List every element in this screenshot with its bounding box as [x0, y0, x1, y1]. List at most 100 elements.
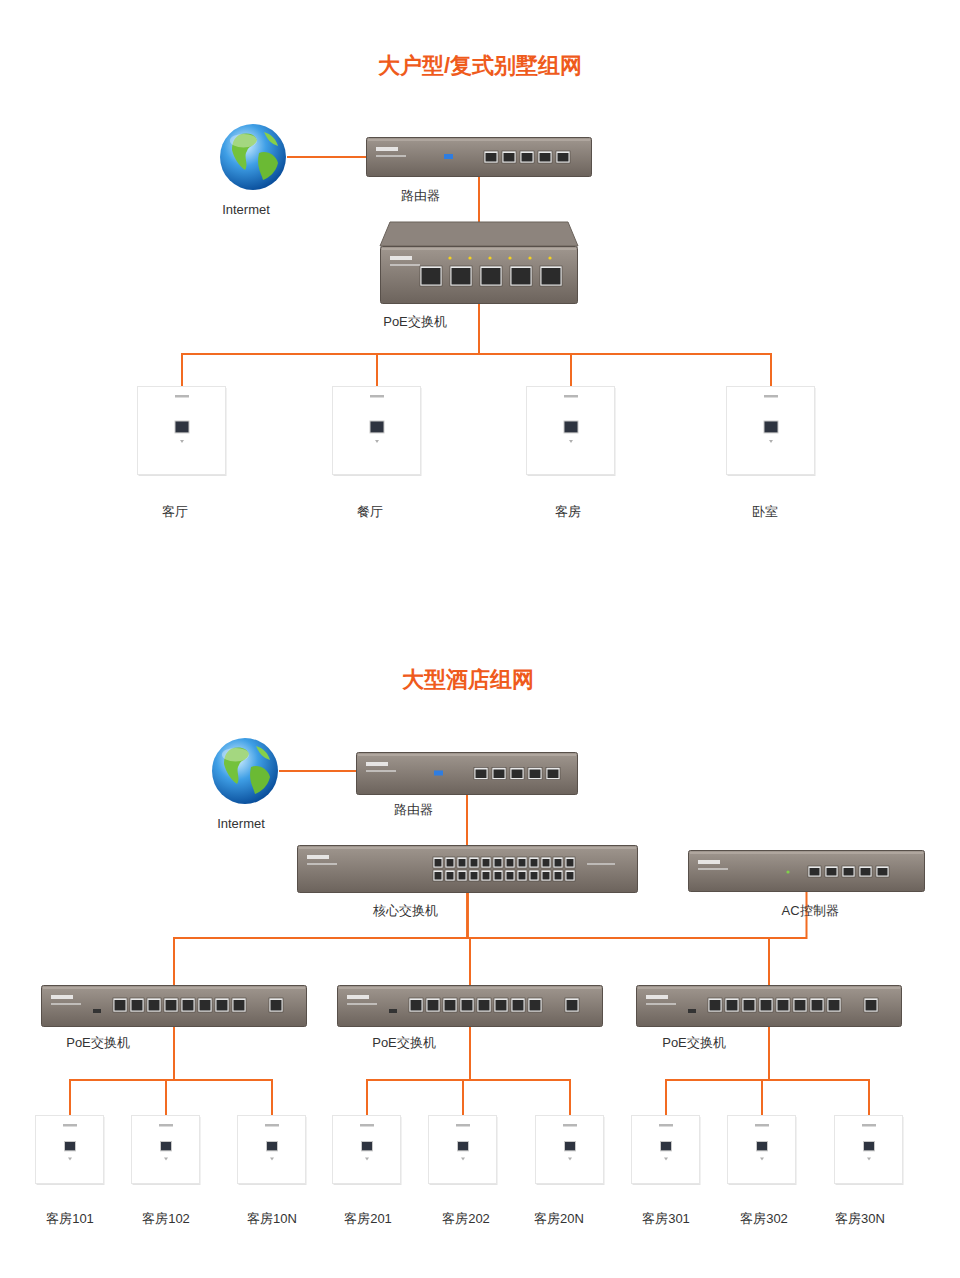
mode-switch	[93, 1009, 101, 1013]
poe16-node: PoE交换机	[636, 985, 902, 1027]
status-led	[468, 256, 471, 259]
panel-led	[270, 1158, 274, 1161]
panel-face	[835, 1116, 903, 1184]
port-frame	[538, 151, 552, 163]
device-label: Intermet	[217, 816, 265, 832]
port-frame	[842, 866, 855, 877]
usb-port	[434, 771, 443, 776]
port-frame	[520, 151, 534, 163]
panel-led	[760, 1158, 764, 1161]
network-cable	[279, 770, 356, 772]
ap-node: 客房30N	[834, 1115, 904, 1185]
port-frame	[113, 998, 127, 1012]
panel-led	[375, 440, 379, 443]
brand-mark	[646, 995, 668, 999]
device-label: 客房302	[740, 1211, 788, 1227]
brand-mark	[307, 855, 329, 859]
port-hole	[447, 859, 454, 867]
port-group	[708, 998, 878, 1012]
port-hole	[543, 872, 550, 880]
brand-mark	[370, 395, 384, 398]
panel-led	[164, 1158, 168, 1161]
device-label: 餐厅	[357, 504, 383, 520]
port-frame	[529, 870, 539, 881]
port-frame	[420, 266, 442, 286]
port-hole	[495, 872, 502, 880]
device-label: PoE交换机	[66, 1035, 130, 1051]
port-frame	[147, 998, 161, 1012]
device-body	[637, 986, 902, 1027]
status-led	[448, 256, 451, 259]
port-hole	[866, 1000, 877, 1011]
ap-node: 客房	[526, 386, 616, 476]
device-edge	[382, 249, 576, 250]
port-hole	[844, 868, 854, 876]
port-hole	[542, 268, 561, 285]
poe16-node: PoE交换机	[337, 985, 603, 1027]
port-frame	[215, 998, 229, 1012]
mode-switch	[688, 1009, 696, 1013]
mode-switch	[389, 1009, 397, 1013]
brand-mark	[51, 995, 73, 999]
port-hole	[471, 859, 478, 867]
model-mark	[347, 1003, 377, 1005]
router-picture	[366, 137, 592, 177]
brand-mark	[563, 1124, 577, 1127]
port-hole	[217, 1000, 228, 1011]
device-label: PoE交换机	[383, 314, 447, 330]
ap-node: 卧室	[726, 386, 816, 476]
ap-picture	[535, 1115, 605, 1185]
model-mark	[390, 264, 420, 266]
port-hole	[744, 1000, 755, 1011]
port-frame	[517, 870, 527, 881]
port-frame	[494, 998, 508, 1012]
model-mark	[51, 1003, 81, 1005]
core-node: 核心交换机	[297, 845, 638, 893]
ap-picture	[631, 1115, 701, 1185]
brand-mark	[698, 860, 720, 864]
port-group	[113, 998, 283, 1012]
port-frame	[793, 998, 807, 1012]
brand-mark	[366, 762, 388, 766]
panel-led	[180, 440, 184, 443]
port-hole	[778, 1000, 789, 1011]
ap-node: 客房301	[631, 1115, 701, 1185]
port-frame	[130, 998, 144, 1012]
port-frame	[541, 857, 551, 868]
port-frame	[725, 998, 739, 1012]
panel-face	[238, 1116, 306, 1184]
port-frame	[529, 857, 539, 868]
network-cable	[463, 1027, 470, 1115]
port-hole	[504, 153, 515, 162]
port-group	[409, 998, 579, 1012]
port-frame	[181, 998, 195, 1012]
device-label: 客房202	[442, 1211, 490, 1227]
port-frame	[492, 768, 506, 780]
port-frame	[484, 151, 498, 163]
router-picture	[356, 752, 578, 795]
port-frame	[469, 870, 479, 881]
port-hole	[483, 872, 490, 880]
port-hole	[558, 153, 569, 162]
port-hole	[522, 153, 533, 162]
port-frame	[481, 870, 491, 881]
brand-mark	[456, 1124, 470, 1127]
device-label: 路由器	[401, 188, 440, 204]
device-label: 核心交换机	[373, 903, 438, 919]
network-cable	[468, 893, 770, 985]
device-body	[42, 986, 307, 1027]
port-frame	[541, 870, 551, 881]
ac-node: AC控制器	[688, 850, 925, 892]
panel-led	[569, 440, 573, 443]
panel-port	[161, 1142, 172, 1151]
device-label: PoE交换机	[372, 1035, 436, 1051]
brand-mark	[862, 1124, 876, 1127]
device-top	[380, 222, 578, 246]
network-cable	[466, 795, 468, 845]
panel-port	[267, 1142, 278, 1151]
device-edge	[299, 848, 636, 849]
network-cable	[479, 304, 571, 386]
device-label: 客房10N	[247, 1211, 297, 1227]
port-frame	[493, 857, 503, 868]
ap-node: 客厅	[137, 386, 227, 476]
